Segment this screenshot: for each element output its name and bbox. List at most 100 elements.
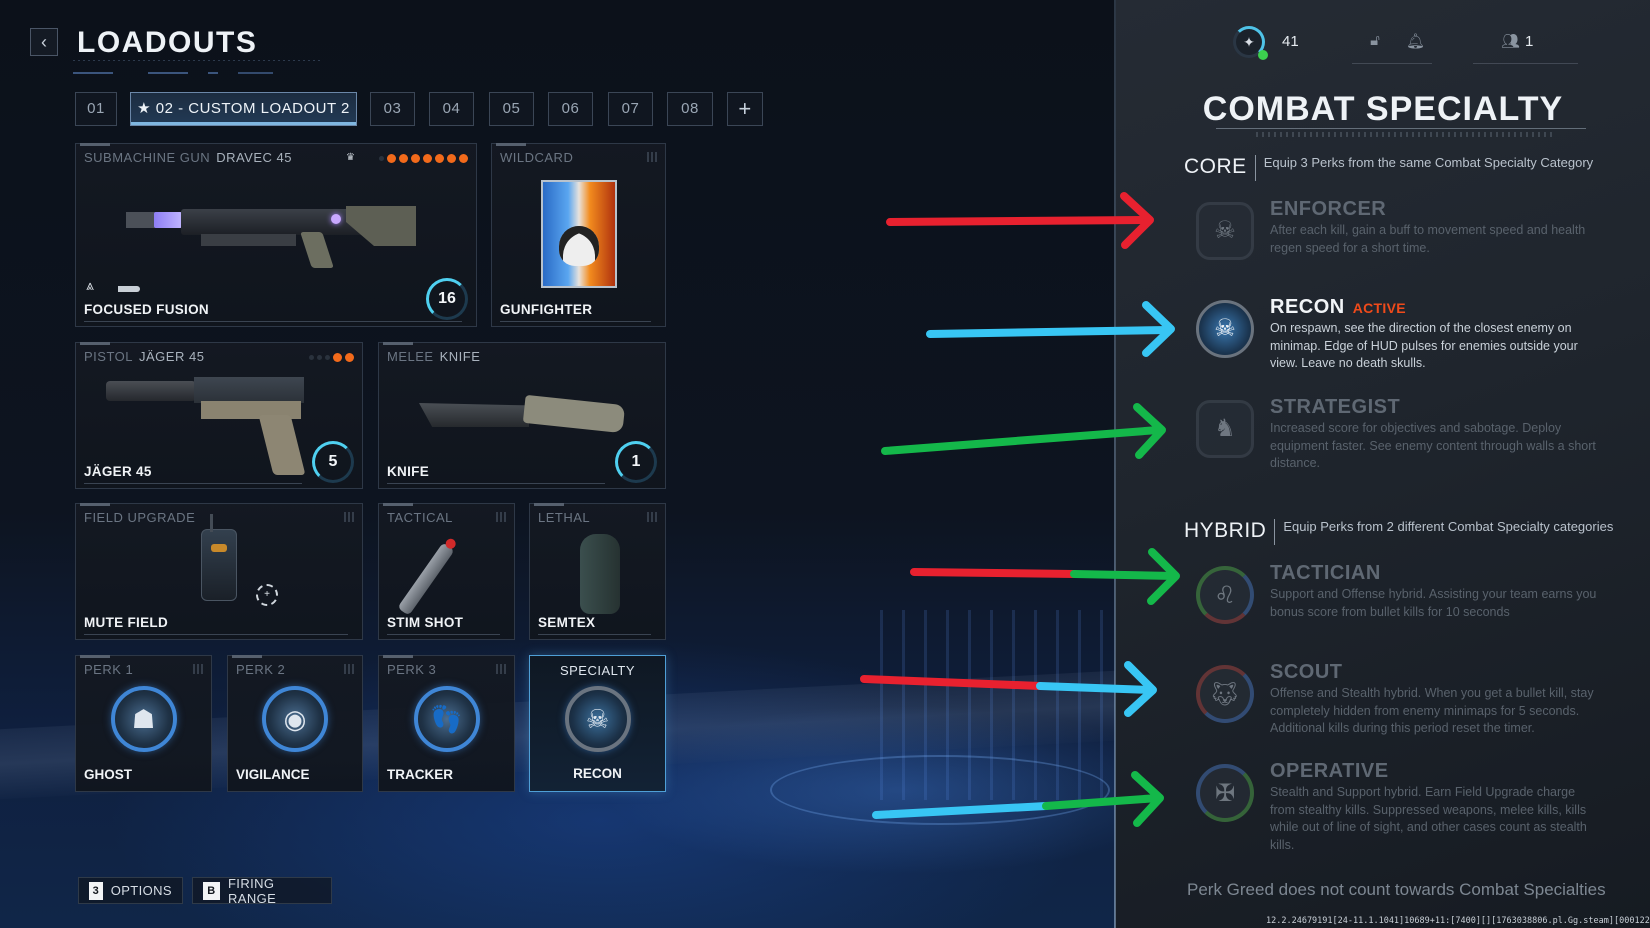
tactical-category: TACTICAL bbox=[387, 510, 453, 525]
recon-specialty-icon: ☠ bbox=[564, 686, 631, 752]
firing-range-label: FIRING RANGE bbox=[227, 875, 277, 906]
specialty-name: RECON bbox=[573, 766, 622, 781]
mute-field-device-image bbox=[201, 514, 237, 601]
prestige-icon: ♛ bbox=[346, 152, 355, 163]
specialty-row-strategist: ♞ STRATEGIST Increased score for objecti… bbox=[1196, 396, 1636, 476]
chevron-left-icon: ‹ bbox=[41, 32, 47, 52]
perk-name: TRACKER bbox=[387, 767, 453, 782]
specialty-description: On respawn, see the direction of the clo… bbox=[1270, 321, 1578, 370]
specialty-name: OPERATIVE bbox=[1270, 760, 1389, 782]
primary-weapon-model: DRAVEC 45 bbox=[216, 150, 292, 165]
key-hint-icon: B bbox=[203, 881, 220, 900]
attachment-dot-empty bbox=[309, 355, 314, 360]
title-rule-decoration bbox=[1256, 132, 1556, 137]
specialty-row-enforcer: ☠ ENFORCER After each kill, gain a buff … bbox=[1196, 198, 1636, 260]
specialty-description: Increased score for objectives and sabot… bbox=[1270, 421, 1596, 470]
unlock-icon[interactable]: 🔓︎ bbox=[1370, 32, 1380, 49]
title-decoration-bars bbox=[73, 72, 283, 74]
tab-loadout-05[interactable]: 05 bbox=[489, 92, 534, 126]
specialty-description: Offense and Stealth hybrid. When you get… bbox=[1270, 686, 1594, 735]
smg-weapon-image bbox=[126, 194, 426, 284]
specialty-name: ENFORCER bbox=[1270, 198, 1387, 220]
party-count: 1 bbox=[1525, 33, 1534, 50]
ammo-type-icon bbox=[114, 286, 140, 292]
attachment-dot-filled bbox=[447, 154, 456, 163]
card-underline bbox=[387, 483, 605, 484]
perk-slot-label: PERK 2 bbox=[236, 662, 286, 677]
weapon-level-badge: 1 bbox=[615, 441, 657, 483]
header-separator bbox=[1254, 155, 1256, 181]
firing-range-button[interactable]: B FIRING RANGE bbox=[192, 875, 332, 906]
grid-icon bbox=[496, 512, 506, 522]
status-divider bbox=[1352, 63, 1432, 64]
card-underline bbox=[500, 321, 651, 322]
key-hint-icon: 3 bbox=[89, 881, 103, 900]
card-underline bbox=[538, 634, 651, 635]
perk-1-card[interactable]: PERK 1 ☗ GHOST bbox=[75, 655, 212, 792]
perk-greed-footnote: Perk Greed does not count towards Combat… bbox=[1187, 880, 1606, 899]
perk-2-card[interactable]: PERK 2 ◉ VIGILANCE bbox=[227, 655, 363, 792]
attachment-dots bbox=[309, 353, 354, 362]
perk-slot-label: PERK 1 bbox=[84, 662, 134, 677]
status-divider bbox=[1473, 63, 1578, 64]
tracker-perk-icon: 👣 bbox=[413, 686, 480, 752]
blueprint-icon: ⩓ bbox=[86, 277, 94, 293]
attachment-dot-empty bbox=[325, 355, 330, 360]
core-section-header: CORE Equip 3 Perks from the same Combat … bbox=[1184, 153, 1604, 181]
core-label: CORE bbox=[1184, 155, 1247, 178]
grid-icon bbox=[647, 512, 657, 522]
lethal-name: SEMTEX bbox=[538, 615, 596, 630]
secondary-weapon-name: JÄGER 45 bbox=[84, 464, 152, 479]
tab-loadout-07[interactable]: 07 bbox=[608, 92, 653, 126]
tab-loadout-08[interactable]: 08 bbox=[667, 92, 713, 126]
attachment-dot-empty bbox=[379, 156, 384, 161]
back-button[interactable]: ‹ bbox=[30, 28, 58, 56]
combat-specialty-panel: ✦ 41 🔓︎ 🔔︎ 👥︎ 1 COMBAT SPECIALTY CORE Eq… bbox=[1116, 0, 1650, 928]
rank-level: 41 bbox=[1282, 33, 1299, 50]
cooldown-timer-icon: + bbox=[256, 584, 278, 606]
field-upgrade-card[interactable]: FIELD UPGRADE + MUTE FIELD bbox=[75, 503, 363, 640]
attachment-dots bbox=[379, 154, 468, 163]
tab-loadout-03[interactable]: 03 bbox=[370, 92, 415, 126]
specialty-row-tactician: ♌ TACTICIAN Support and Offense hybrid. … bbox=[1196, 562, 1636, 626]
options-button[interactable]: 3 OPTIONS bbox=[78, 877, 183, 904]
tab-loadout-02[interactable]: ★ 02 - CUSTOM LOADOUT 2 bbox=[130, 92, 357, 126]
specialty-row-operative: ✠ OPERATIVE Stealth and Support hybrid. … bbox=[1196, 760, 1636, 852]
panel-divider bbox=[1114, 0, 1116, 928]
attachment-dot-filled bbox=[399, 154, 408, 163]
lethal-card[interactable]: LETHAL SEMTEX bbox=[529, 503, 666, 640]
perk-3-card[interactable]: PERK 3 👣 TRACKER bbox=[378, 655, 515, 792]
field-upgrade-name: MUTE FIELD bbox=[84, 615, 168, 630]
notification-bell-icon[interactable]: 🔔︎ bbox=[1406, 33, 1426, 50]
scout-wolf-icon: 🐺︎ bbox=[1196, 665, 1254, 723]
attachment-dot-filled bbox=[423, 154, 432, 163]
enforcer-reaper-icon: ☠ bbox=[1196, 202, 1254, 260]
tab-loadout-04[interactable]: 04 bbox=[429, 92, 474, 126]
add-loadout-button[interactable]: + bbox=[727, 92, 763, 126]
party-members-icon[interactable]: 👥︎ bbox=[1501, 33, 1521, 50]
grid-icon bbox=[344, 512, 354, 522]
specialty-card[interactable]: SPECIALTY ☠ RECON bbox=[529, 655, 666, 792]
combat-specialty-title: COMBAT SPECIALTY bbox=[1202, 90, 1564, 128]
attachment-dot-filled bbox=[435, 154, 444, 163]
options-label: OPTIONS bbox=[110, 883, 172, 898]
lethal-category: LETHAL bbox=[538, 510, 591, 525]
card-underline bbox=[84, 321, 462, 322]
tactical-card[interactable]: TACTICAL STIM SHOT bbox=[378, 503, 515, 640]
tab-loadout-06[interactable]: 06 bbox=[548, 92, 593, 126]
card-underline bbox=[84, 483, 302, 484]
hybrid-label: HYBRID bbox=[1184, 519, 1267, 542]
rank-emblem-icon[interactable]: ✦ bbox=[1233, 26, 1265, 58]
wildcard-card[interactable]: WILDCARD GUNFIGHTER bbox=[491, 143, 666, 327]
perk-name: VIGILANCE bbox=[236, 767, 310, 782]
tab-loadout-01[interactable]: 01 bbox=[75, 92, 117, 126]
attachment-dot-filled bbox=[459, 154, 468, 163]
scene-floor-ring bbox=[770, 755, 1110, 825]
specialty-label: SPECIALTY bbox=[559, 663, 636, 678]
primary-weapon-name: FOCUSED FUSION bbox=[84, 302, 209, 317]
grid-icon bbox=[496, 664, 506, 674]
